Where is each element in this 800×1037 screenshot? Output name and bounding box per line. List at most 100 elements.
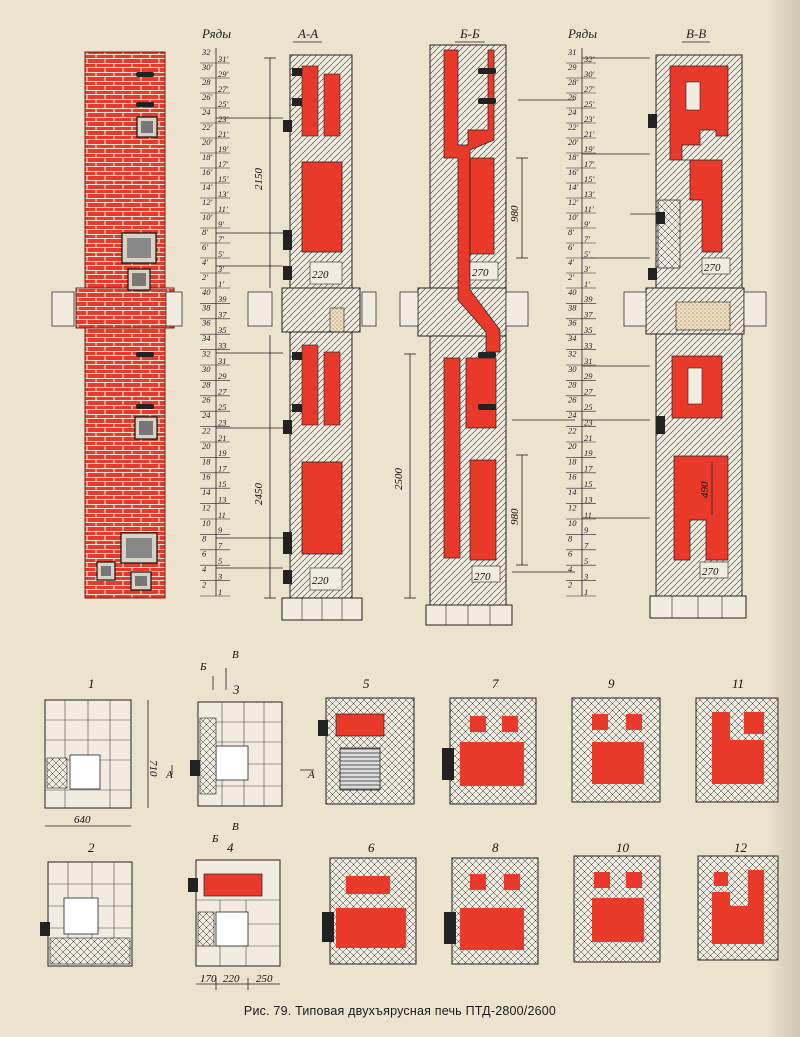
row-number: 1 xyxy=(584,587,588,597)
row-number: 18' xyxy=(202,152,213,162)
row-number: 12' xyxy=(202,197,213,207)
plan-11-label: 11 xyxy=(732,676,744,691)
row-number: 10' xyxy=(202,212,213,222)
row-number: 21' xyxy=(218,129,229,139)
row-number: 16 xyxy=(202,472,211,482)
row-number: 31 xyxy=(583,356,593,366)
row-number: 14' xyxy=(568,182,579,192)
row-scale-right: Ряды 3132'2930'28'27'2625'2423'22'21'20'… xyxy=(566,26,597,597)
row-number: 32' xyxy=(583,54,595,64)
row-number: 2' xyxy=(202,272,208,282)
row-number: 1' xyxy=(584,279,590,289)
row-number: 20' xyxy=(202,137,213,147)
row-number: 22 xyxy=(568,426,577,436)
section-aa-title: А-А xyxy=(297,26,318,41)
vv-opening-lower-label: 270 xyxy=(702,566,719,578)
row-number: 13' xyxy=(584,189,595,199)
plan-depth-label: 710 xyxy=(147,760,159,777)
row-number: 26 xyxy=(568,92,577,102)
plan-10: 10 xyxy=(573,840,661,963)
row-number: 7 xyxy=(218,541,223,551)
row-number: 3' xyxy=(217,264,224,274)
row-number: 4 xyxy=(568,564,573,574)
row-number: 23 xyxy=(218,417,227,427)
row-number: 2 xyxy=(568,580,573,590)
aa-lower-height-label: 2450 xyxy=(253,483,265,506)
row-number: 8' xyxy=(202,227,208,237)
plan-8: 8 xyxy=(444,840,539,965)
row-number: 25' xyxy=(218,99,229,109)
row-number: 9' xyxy=(218,219,224,229)
row-number: 35 xyxy=(583,325,593,335)
bb-opening-upper-label: 270 xyxy=(472,267,489,279)
plan-5: 5 xyxy=(318,676,415,805)
row-number: 27 xyxy=(218,387,227,397)
row-number: 22 xyxy=(202,426,211,436)
row-number: 9' xyxy=(584,219,590,229)
row-number: 36 xyxy=(567,318,577,328)
vv-chamber-label: 490 xyxy=(699,481,711,498)
plan-3: 3 Б В Б В А xyxy=(190,649,315,845)
row-number: 33 xyxy=(217,340,227,350)
row-number: 31' xyxy=(217,54,229,64)
section-mark-v-top: В xyxy=(232,649,239,661)
bb-opening-lower-label: 270 xyxy=(474,571,491,583)
row-number: 10' xyxy=(568,212,579,222)
plan-12: 12 xyxy=(697,840,779,961)
row-number: 20 xyxy=(202,441,211,451)
row-number: 9 xyxy=(584,525,589,535)
plan-6-label: 6 xyxy=(368,840,375,855)
row-number: 18 xyxy=(202,456,211,466)
rows-header-right: Ряды xyxy=(567,26,597,41)
row-number: 17 xyxy=(218,464,227,474)
row-number: 13' xyxy=(218,189,229,199)
row-number: 35 xyxy=(217,325,227,335)
row-number: 6 xyxy=(568,549,573,559)
row-number: 15' xyxy=(584,174,595,184)
row-number: 32 xyxy=(201,349,211,359)
row-number: 7 xyxy=(584,541,589,551)
row-number: 16 xyxy=(568,472,577,482)
aa-opening-upper-label: 220 xyxy=(312,269,329,281)
plan-2-label: 2 xyxy=(88,840,95,855)
section-mark-v-bottom: В xyxy=(232,821,239,833)
row-number: 40 xyxy=(202,287,211,297)
row-number: 20 xyxy=(568,441,577,451)
row-number: 5' xyxy=(584,249,590,259)
vv-opening-upper-label: 270 xyxy=(704,262,721,274)
row-number: 38 xyxy=(567,302,577,312)
plan-7-label: 7 xyxy=(492,676,499,691)
row-number: 4' xyxy=(202,257,208,267)
row-number: 14' xyxy=(202,182,213,192)
row-number: 38 xyxy=(201,302,211,312)
row-number: 9 xyxy=(218,525,223,535)
row-number: 15' xyxy=(218,174,229,184)
section-mark-b-bottom: Б xyxy=(211,833,219,845)
plan-2: 2 xyxy=(40,840,133,967)
plan-12-label: 12 xyxy=(734,840,748,855)
row-number: 27' xyxy=(584,84,595,94)
row-number: 15 xyxy=(584,479,593,489)
row-number: 31 xyxy=(567,47,577,57)
row-number: 21 xyxy=(218,433,227,443)
row-number: 1' xyxy=(218,279,224,289)
plan-1: 1 710 640 А xyxy=(44,676,173,827)
row-number: 29 xyxy=(218,371,227,381)
row-number: 14 xyxy=(202,487,211,497)
row-number: 10 xyxy=(202,518,211,528)
row-number: 6 xyxy=(202,549,207,559)
row-number: 5 xyxy=(584,556,588,566)
row-number: 30 xyxy=(201,364,211,374)
row-number: 27' xyxy=(218,84,229,94)
row-number: 24 xyxy=(568,410,577,420)
row-number: 23' xyxy=(218,114,229,124)
row-number: 30' xyxy=(583,69,595,79)
row-number: 4' xyxy=(568,257,574,267)
row-number: 29 xyxy=(584,371,593,381)
plan-6: 6 xyxy=(322,840,417,965)
plan-5-label: 5 xyxy=(363,676,370,691)
section-mark-a-right: А xyxy=(307,769,315,781)
plan-width-label: 640 xyxy=(74,814,91,826)
section-mark-b-top: Б xyxy=(199,661,207,673)
